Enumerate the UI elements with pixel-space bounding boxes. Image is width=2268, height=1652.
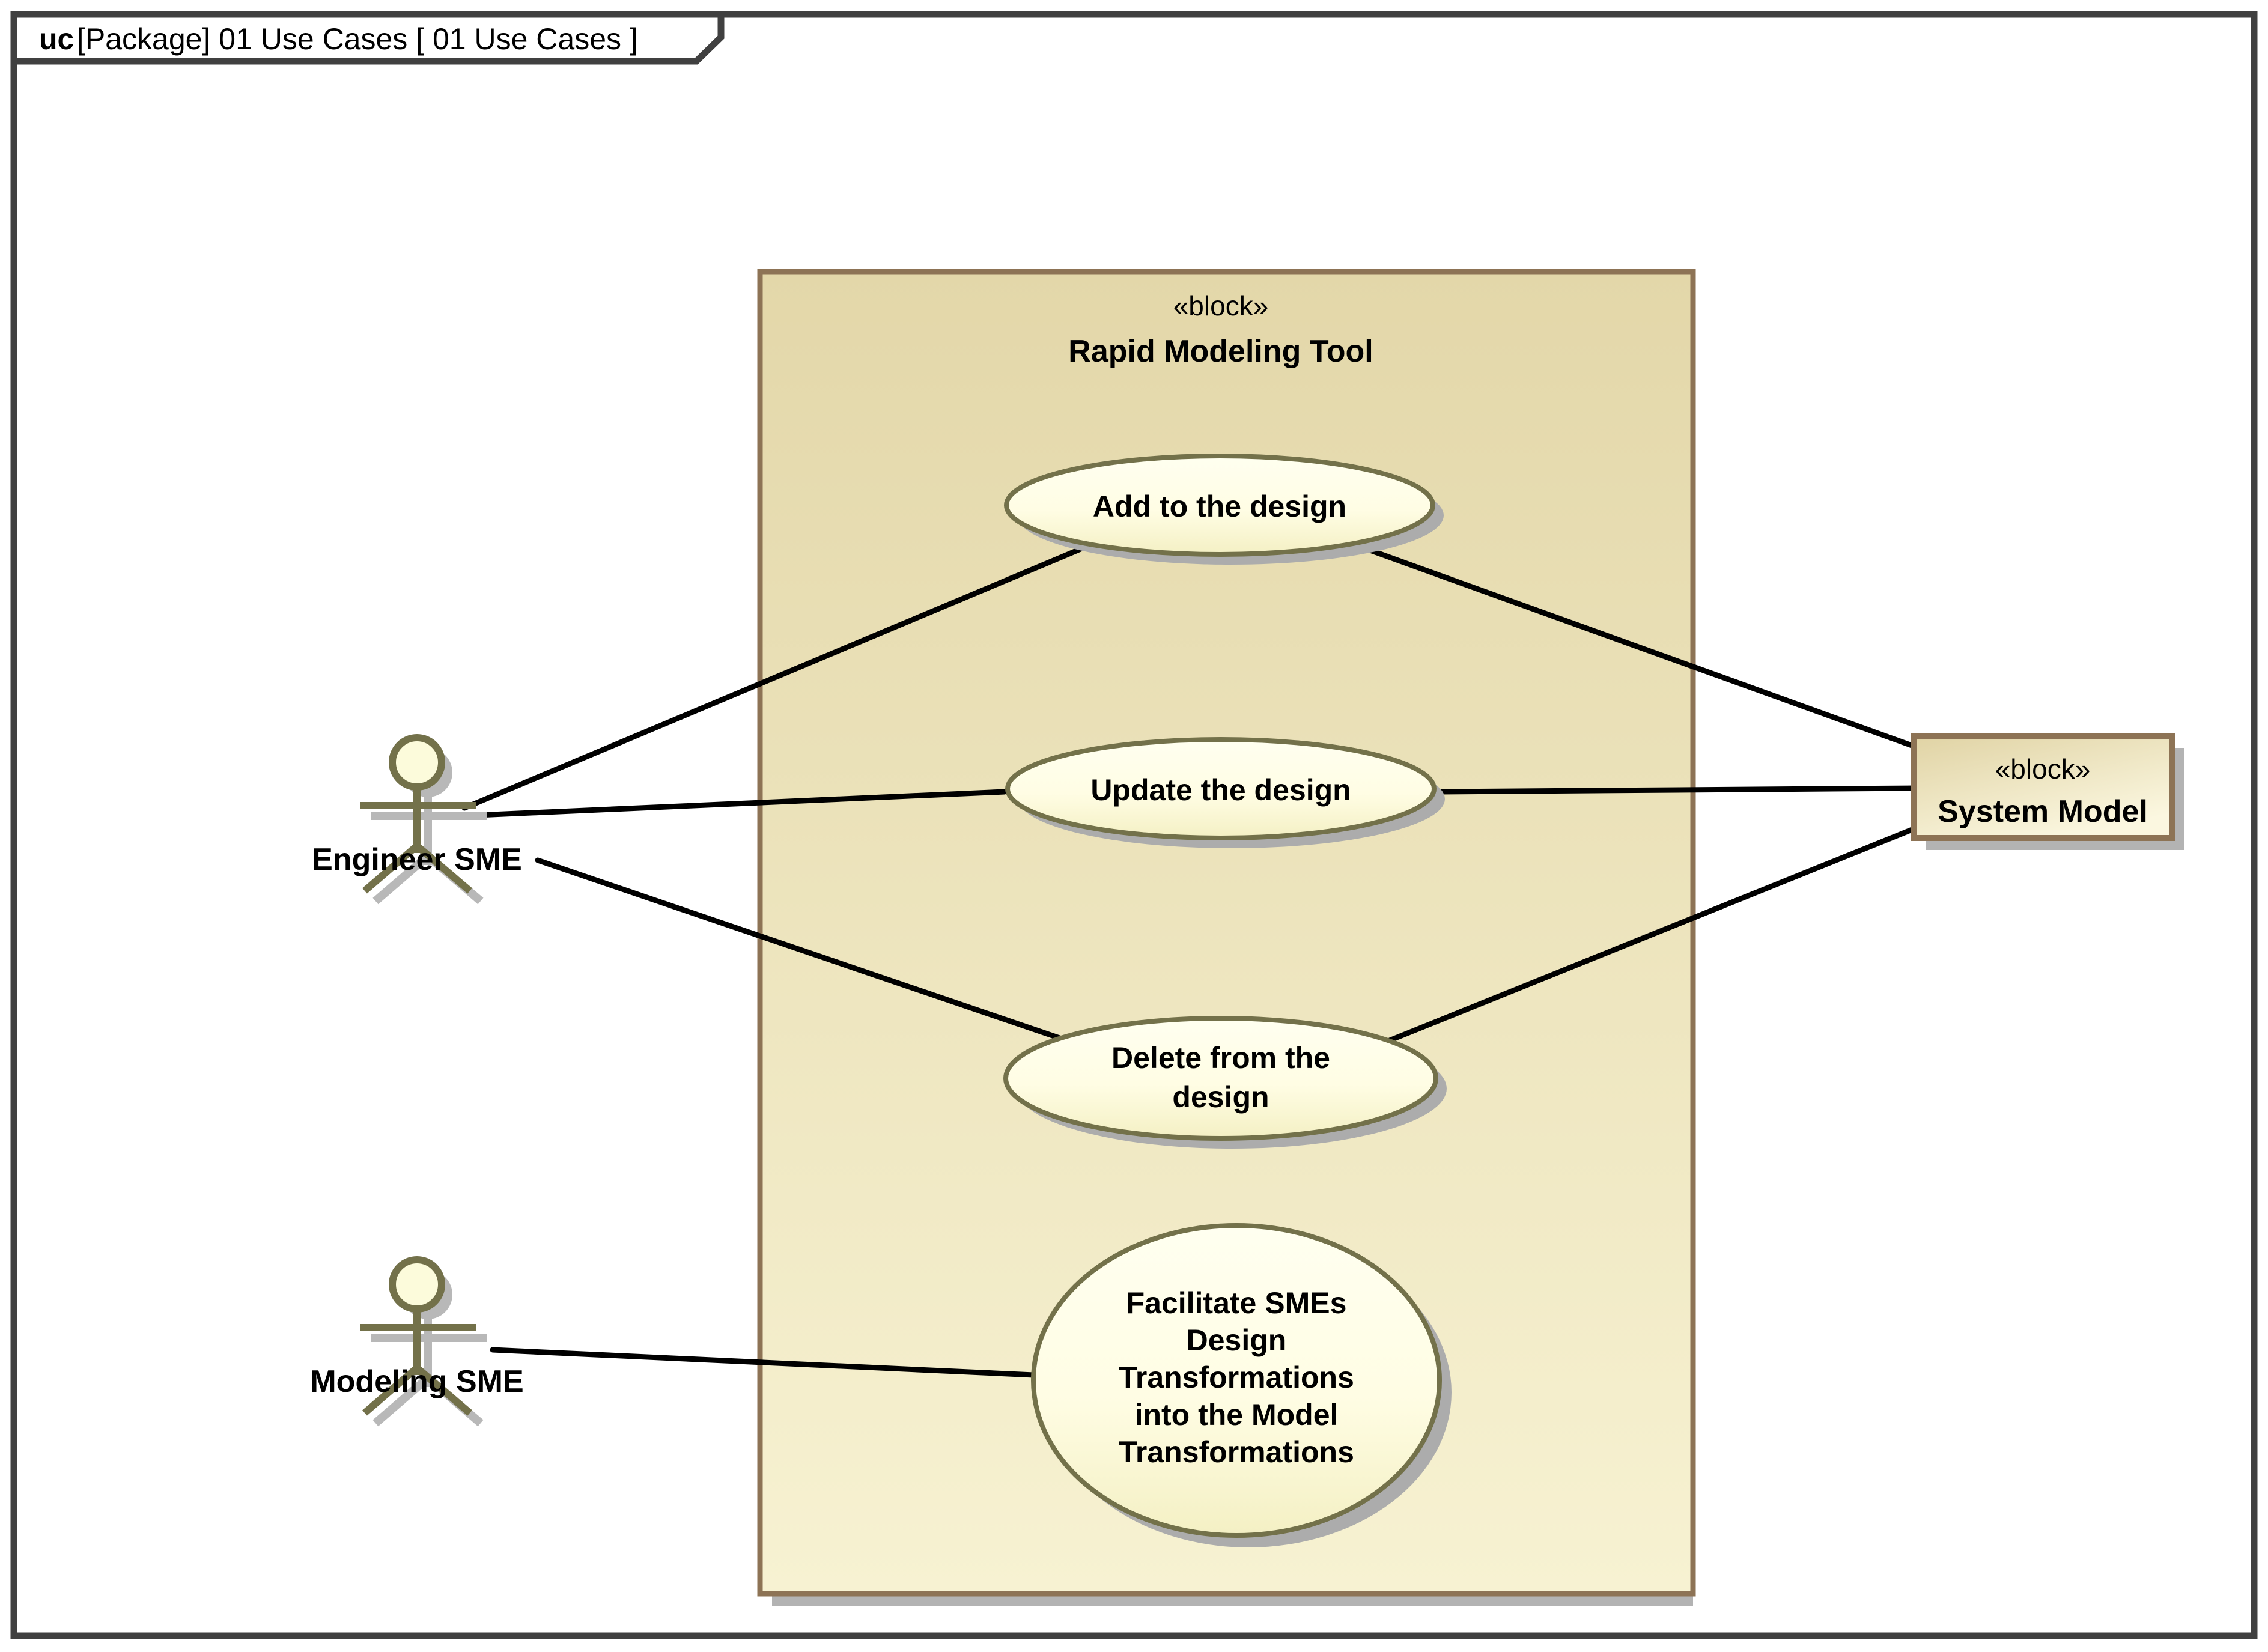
association-engineer-to-delete[interactable] [535, 857, 1078, 1046]
frame-title-keyword: uc [39, 22, 74, 56]
block-stereotype: «block» [1995, 753, 2091, 785]
block-rect [1911, 733, 2175, 841]
use-case-ellipse [1031, 1223, 1442, 1538]
actor-leg-right [415, 1365, 472, 1416]
use-case-label: Update the design [1090, 773, 1351, 807]
use-case-label-line-5: Transformations [1119, 1435, 1354, 1469]
actor-engineer-sme[interactable]: Engineer SME [312, 734, 522, 905]
use-case-ellipse [1005, 737, 1437, 840]
use-case-label-line-1: Facilitate SMEs [1126, 1286, 1347, 1320]
use-case-add-to-the-design[interactable]: Add to the design [1004, 454, 1444, 565]
actor-label: Engineer SME [312, 842, 522, 877]
use-case-facilitate-smes-design-transformations[interactable]: Facilitate SMEs Design Transformations i… [1031, 1223, 1452, 1547]
association-update-to-system-model[interactable] [1434, 785, 1917, 795]
use-case-delete-from-the-design[interactable]: Delete from the design [1003, 1016, 1447, 1149]
use-case-label-line-3: Transformations [1119, 1361, 1354, 1394]
use-case-label-line-1: Delete from the [1111, 1041, 1330, 1075]
use-case-label: Add to the design [1093, 490, 1346, 523]
actor-leg-left [362, 843, 419, 894]
block-system-model[interactable]: «block» System Model [1911, 733, 2184, 850]
association-add-to-system-model[interactable] [1349, 541, 1917, 749]
frame-title-tab [10, 11, 725, 65]
use-case-ellipse [1003, 1016, 1438, 1141]
use-case-label-line-4: into the Model [1135, 1398, 1339, 1432]
actor-leg-left [362, 1365, 419, 1416]
actor-leg-right [415, 843, 472, 894]
association-engineer-to-add[interactable] [461, 541, 1096, 811]
association-modeling-to-facilitate[interactable] [490, 1347, 1050, 1379]
use-case-ellipse [1004, 454, 1435, 557]
actor-figure [360, 734, 476, 894]
association-engineer-to-update[interactable] [461, 789, 1008, 819]
frame-border [10, 11, 2258, 1639]
actor-head-icon [389, 734, 445, 791]
use-case-label-line-2: Design [1187, 1323, 1287, 1357]
use-case-update-the-design[interactable]: Update the design [1005, 737, 1445, 848]
actor-figure [360, 1256, 476, 1416]
block-name: System Model [1938, 794, 2148, 829]
association-delete-to-system-model[interactable] [1378, 826, 1917, 1047]
diagram-frame: uc [Package] 01 Use Cases [ 01 Use Cases… [10, 11, 2258, 1639]
association-lines [461, 541, 1917, 1379]
frame-title-label: [Package] 01 Use Cases [ 01 Use Cases ] [77, 22, 638, 56]
actor-head-icon [389, 1256, 445, 1313]
use-case-label-line-2: design [1172, 1080, 1269, 1114]
boundary-stereotype: «block» [1173, 290, 1269, 321]
actor-label: Modeling SME [310, 1364, 523, 1399]
actor-modeling-sme[interactable]: Modeling SME [310, 1256, 524, 1427]
boundary-name: Rapid Modeling Tool [1068, 334, 1373, 369]
